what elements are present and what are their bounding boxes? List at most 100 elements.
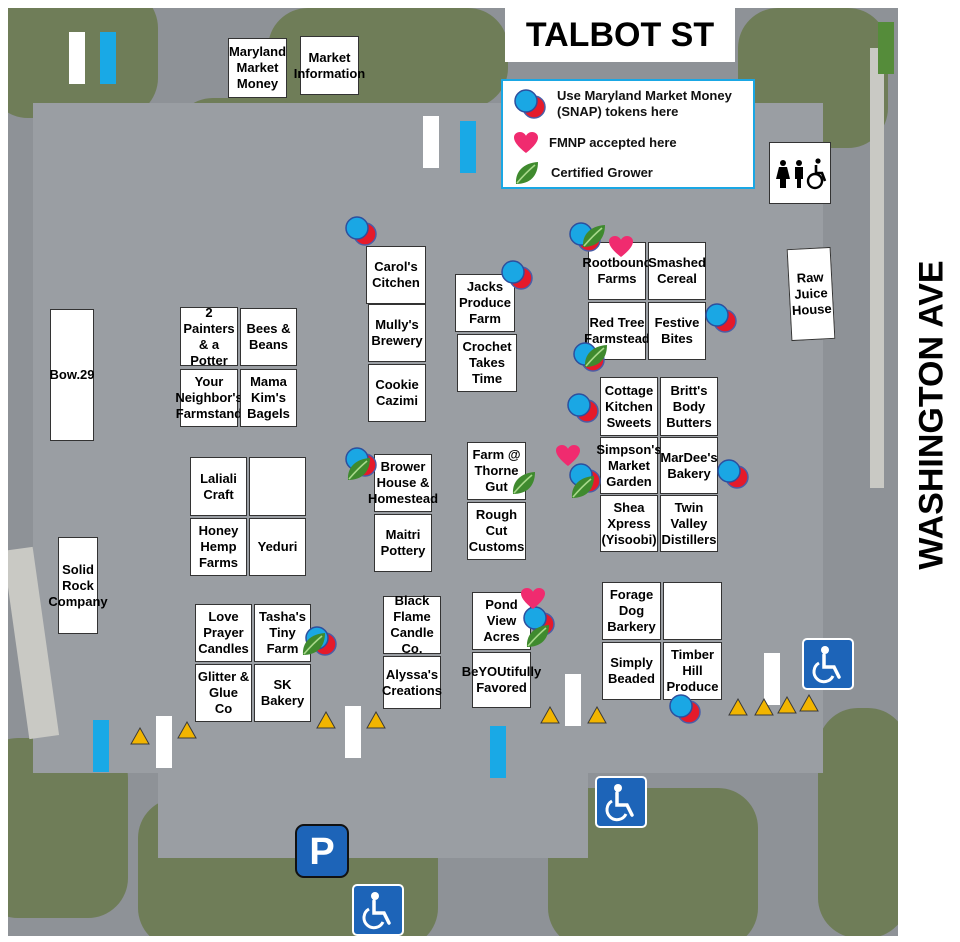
heart-icon [556,445,580,466]
stall-cottage-kitchen-sweets[interactable]: Cottage Kitchen Sweets [600,377,658,436]
heart-icon [609,236,633,257]
restroom-icon [776,158,827,190]
stall-solid-rock-company[interactable]: Solid Rock Company [48,537,108,634]
stall-mama-kims-bagels[interactable]: Mama Kim's Bagels [240,369,297,427]
traffic-cone-icon [177,721,197,739]
stall-timber-hill-produce[interactable]: Timber Hill Produce [663,642,722,700]
leaf-icon [515,162,538,184]
stall-twin-valley-distillers[interactable]: Twin Valley Distillers [660,495,718,552]
traffic-cone-icon [316,711,336,729]
accessible-parking-sign [352,884,404,936]
stall-beyoutifully-favored[interactable]: BeYOUtifully Favored [462,652,541,708]
stall-mullys-brewery[interactable]: Mully's Brewery [368,304,426,362]
stall-pond-view-acres[interactable]: Pond View Acres [472,592,531,650]
wheelchair-icon [812,646,841,684]
snap-token-icon [567,393,599,423]
entrance-post [345,706,361,758]
entrance-post [460,121,476,173]
wheelchair-icon [605,784,634,822]
leaf-icon [512,472,535,494]
stall-farm-thorne-gut[interactable]: Farm @ Thorne Gut [467,442,526,500]
stall-britts-body-butters[interactable]: Britt's Body Butters [660,377,718,436]
heart-icon [521,588,545,609]
stall-rough-cut-customs[interactable]: Rough Cut Customs [467,502,526,560]
wheelchair-icon [362,892,391,930]
traffic-cone-icon [587,706,607,724]
entrance-post [69,32,85,84]
stall-laliali-craft[interactable]: Laliali Craft [190,457,247,516]
traffic-cone-icon [754,698,774,716]
legend-fmnp-text: FMNP accepted here [549,135,677,150]
stall-sk-bakery[interactable]: SK Bakery [254,664,311,722]
stall-alyssas-creations[interactable]: Alyssa's Creations [382,656,442,709]
stall-brower-house-homestead[interactable]: Brower House & Homestead [368,454,438,512]
stall-mardees-bakery[interactable]: MarDee's Bakery [660,437,718,494]
stall-glitter-glue-co[interactable]: Glitter & Glue Co [195,664,252,722]
stall-empty-1[interactable] [249,457,306,516]
traffic-cone-icon [728,698,748,716]
snap-token-icon [514,89,546,119]
traffic-cone-icon [366,711,386,729]
stall-bees-and-beans[interactable]: Bees & Beans [240,308,297,366]
parking-sign: P [295,824,349,878]
legend-grower-text: Certified Grower [551,165,653,180]
entrance-post [156,716,172,768]
snap-token-icon [669,694,701,724]
stall-crochet-takes-time[interactable]: Crochet Takes Time [457,334,517,392]
aerial-background [8,8,898,936]
street-label-talbot: TALBOT ST [505,8,735,62]
stall-jacks-produce-farm[interactable]: Jacks Produce Farm [455,274,515,332]
stall-market-information[interactable]: Market Information [294,36,365,95]
stall-simpsons-market-garden[interactable]: Simpson's Market Garden [596,437,662,494]
stall-empty-2[interactable] [663,582,722,640]
accessible-parking-sign [595,776,647,828]
stall-bow-29[interactable]: Bow.29 [49,309,95,441]
traffic-cone-icon [777,696,797,714]
traffic-cone-icon [130,727,150,745]
accessible-parking-sign [802,638,854,690]
legend-row-fmnp: FMNP accepted here [513,131,677,155]
entrance-post [423,116,439,168]
street-label-washington-text: WASHINGTON AVE [912,260,951,570]
street-label-washington: WASHINGTON AVE [906,230,958,600]
stall-festive-bites[interactable]: Festive Bites [648,302,706,360]
heart-icon [514,132,538,153]
stall-black-flame-candle-co[interactable]: Black Flame Candle Co. [383,593,441,656]
stall-simply-beaded[interactable]: Simply Beaded [602,642,661,700]
leaf-icon [302,633,325,655]
stall-carols-kitchen[interactable]: Carol's Citchen [366,246,426,304]
stall-forage-dog-barkery[interactable]: Forage Dog Barkery [602,582,661,640]
traffic-cone-icon [540,706,560,724]
leaf-icon [571,476,594,498]
legend: Use Maryland Market Money (SNAP) tokens … [501,79,755,189]
stall-maitri-pottery[interactable]: Maitri Pottery [374,514,432,572]
restroom-sign [769,142,831,204]
stall-yeduri[interactable]: Yeduri [249,518,306,576]
traffic-cone-icon [799,694,819,712]
stall-love-prayer-candles[interactable]: Love Prayer Candles [195,604,252,662]
stall-shea-xpress[interactable]: Shea Xpress (Yisoobi) [600,495,658,552]
stall-your-neighbors-farmstand[interactable]: Your Neighbor's Farmstand [175,369,243,427]
stall-cookie-cazimi[interactable]: Cookie Cazimi [368,364,426,422]
stall-smashed-cereal[interactable]: Smashed Cereal [648,242,706,300]
stall-red-tree-farmstead[interactable]: Red Tree Farmstead [584,302,650,360]
stall-tashas-tiny-farm[interactable]: Tasha's Tiny Farm [254,604,311,662]
stall-two-painters-potter[interactable]: 2 Painters & a Potter [180,305,238,368]
leaf-icon [582,225,605,247]
entrance-post [878,22,894,74]
leaf-icon [347,458,370,480]
stall-maryland-market-money[interactable]: Maryland Market Money [228,38,287,98]
legend-row-snap: Use Maryland Market Money (SNAP) tokens … [513,88,743,120]
snap-token-icon [705,303,737,333]
legend-snap-text: Use Maryland Market Money (SNAP) tokens … [557,88,732,119]
stall-honey-hemp-farms[interactable]: Honey Hemp Farms [190,518,247,576]
legend-row-grower: Certified Grower [513,159,653,187]
entrance-post [565,674,581,726]
snap-token-icon [501,260,533,290]
stall-raw-juice-house[interactable]: Raw Juice House [786,246,836,342]
snap-token-icon [345,216,377,246]
snap-token-icon [717,459,749,489]
entrance-post [764,653,780,705]
stall-rootbound-farms[interactable]: Rootbound Farms [582,242,652,300]
